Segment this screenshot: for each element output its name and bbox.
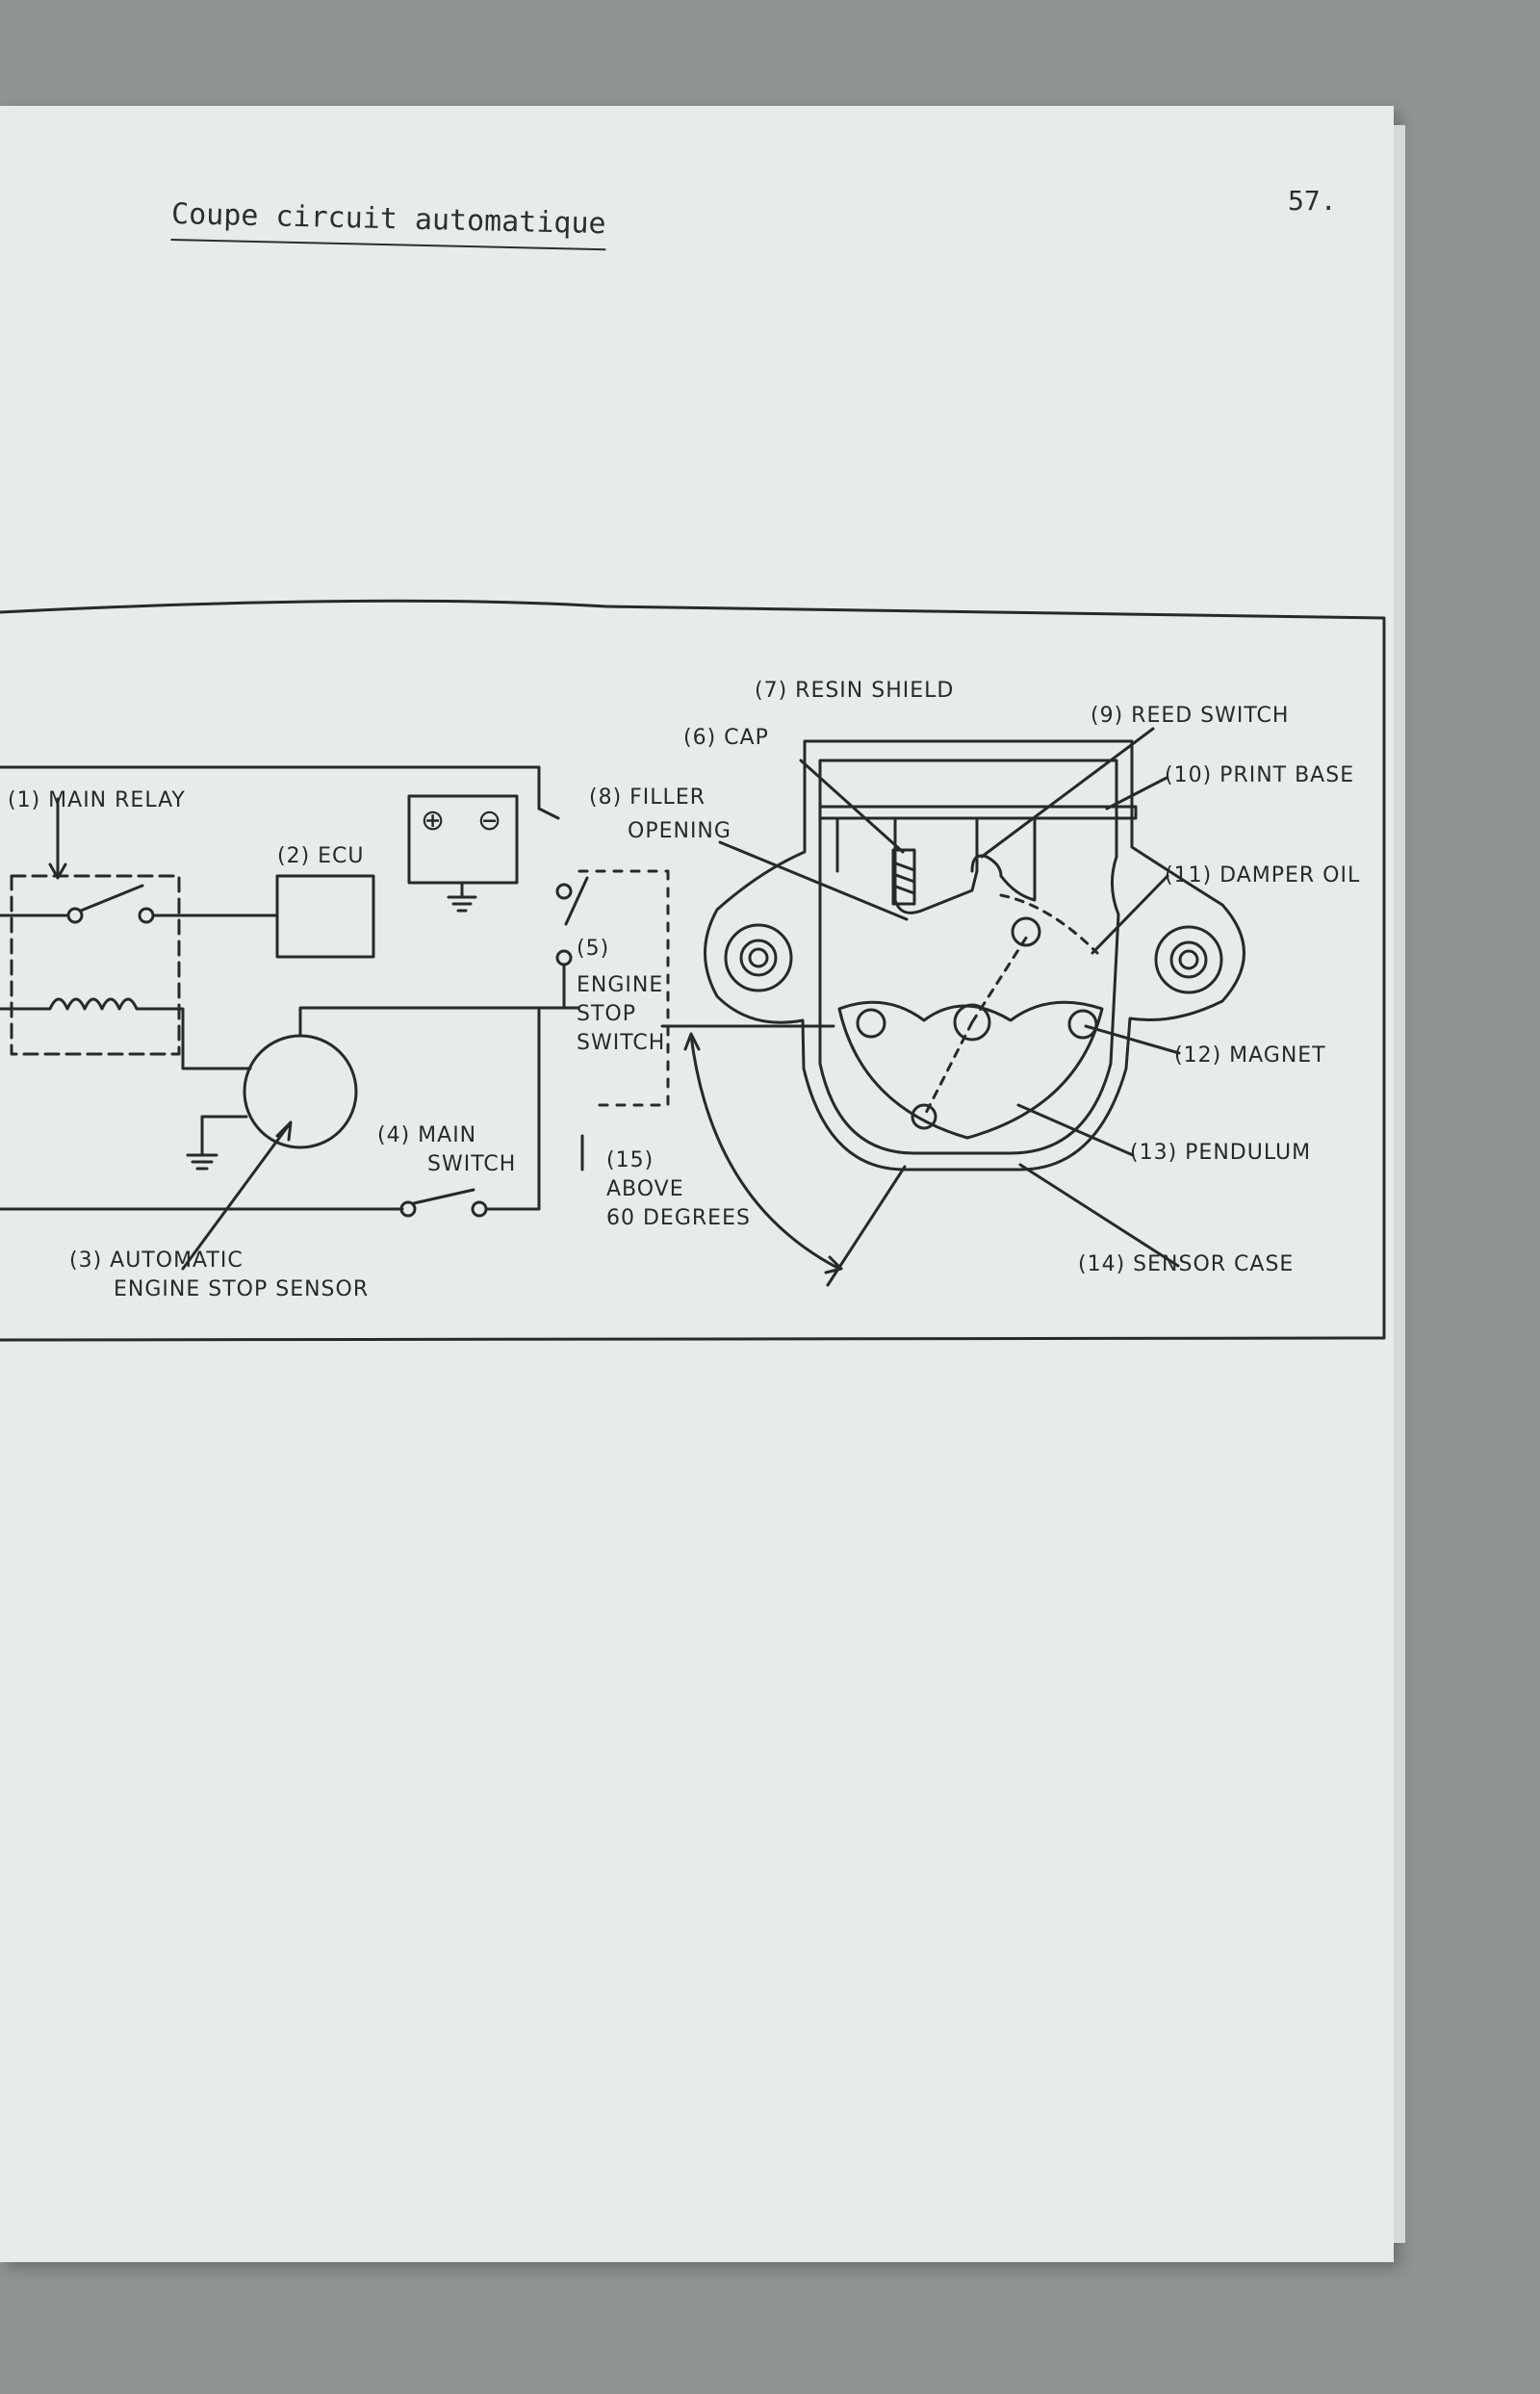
magnet-left	[856, 1008, 886, 1039]
label-engine-stop-line3: STOP	[577, 1002, 636, 1026]
label-engine-stop-line4: SWITCH	[577, 1031, 665, 1055]
engine-stop-switch-blade	[564, 876, 589, 926]
label-print-base: (10) PRINT BASE	[1165, 763, 1354, 787]
label-resin-shield: (7) RESIN SHIELD	[755, 679, 954, 703]
ecu-box	[275, 874, 375, 959]
mounting-hole-left	[724, 923, 793, 992]
pendulum-body	[837, 1000, 1104, 1140]
label-main-relay: (1) MAIN RELAY	[8, 788, 186, 812]
print-base-plate	[818, 805, 1138, 820]
label-magnet: (12) MAGNET	[1174, 1043, 1326, 1068]
cap-screw	[891, 848, 916, 906]
label-angle-line3: 60 DEGREES	[606, 1206, 751, 1230]
page-edge	[1394, 125, 1405, 2243]
label-damper-oil: (11) DAMPER OIL	[1165, 863, 1360, 888]
label-sensor-case: (14) SENSOR CASE	[1078, 1252, 1294, 1276]
angle-arc	[689, 1034, 841, 1271]
sensor-inner-housing	[818, 759, 1120, 1155]
figure-frame	[0, 599, 1386, 1342]
label-sensor-line2: ENGINE STOP SENSOR	[114, 1277, 369, 1301]
main-switch-blade	[412, 1188, 475, 1205]
circuit-top-wire	[0, 765, 541, 811]
label-main-switch-line1: (4) MAIN	[377, 1123, 476, 1147]
label-engine-stop-line2: ENGINE	[577, 973, 663, 997]
page-number: 57.	[1288, 185, 1337, 217]
sensor-outer-housing	[704, 739, 1245, 1171]
mounting-hole-right	[1154, 925, 1223, 994]
label-reed-switch: (9) REED SWITCH	[1091, 704, 1289, 728]
label-filler-line1: (8) FILLER	[589, 785, 706, 810]
label-filler-line2: OPENING	[628, 819, 732, 843]
battery-positive-symbol: ⊕	[421, 804, 445, 837]
document-page	[0, 106, 1394, 2262]
label-angle-line2: ABOVE	[606, 1177, 684, 1201]
magnet-center	[953, 1003, 991, 1042]
relay-contact-blade	[79, 884, 144, 913]
label-cap: (6) CAP	[683, 726, 769, 750]
label-main-switch-line2: SWITCH	[427, 1152, 516, 1176]
label-pendulum: (13) PENDULUM	[1130, 1141, 1311, 1165]
battery-negative-symbol: ⊖	[477, 804, 501, 837]
circuit-relay-box	[10, 874, 181, 1056]
relay-coil	[0, 997, 252, 1070]
angle-line	[826, 1165, 907, 1287]
label-sensor-line1: (3) AUTOMATIC	[69, 1248, 244, 1273]
sensor-circle	[243, 1034, 358, 1149]
label-angle-line1: (15)	[606, 1148, 654, 1172]
label-engine-stop-line1: (5)	[577, 937, 609, 961]
magnet-right	[1067, 1009, 1098, 1040]
label-ecu: (2) ECU	[277, 844, 365, 868]
